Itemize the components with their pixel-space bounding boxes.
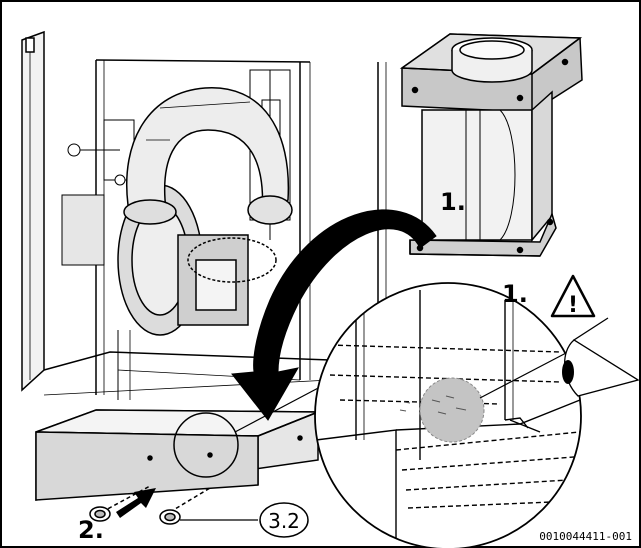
- eye-icon: [562, 317, 640, 397]
- base-tray: [35, 409, 319, 501]
- sight-line: [479, 351, 569, 399]
- part-ref-bubble: [259, 502, 309, 538]
- curved-arrow-icon: [231, 209, 437, 421]
- warning-mark: !: [568, 293, 578, 318]
- debris-marks: [399, 395, 467, 415]
- warning-triangle-icon: !: [550, 274, 596, 318]
- step-2-label: 2.: [78, 516, 104, 544]
- straight-arrow-icon: [116, 488, 156, 518]
- step-1-filter-label: 1.: [440, 188, 466, 216]
- magnify-connector: [234, 385, 323, 433]
- filter-unit: [399, 33, 583, 257]
- detail-view: [314, 282, 582, 548]
- part-ref-label: 3.2: [268, 509, 300, 533]
- air-duct-pipe: [123, 87, 293, 225]
- inspection-spot: [419, 377, 485, 443]
- document-code: 0010044411-001: [539, 530, 632, 543]
- magnify-source-circle: [173, 412, 239, 478]
- step-1-warning-label: 1.: [502, 280, 528, 308]
- screws: [89, 485, 211, 525]
